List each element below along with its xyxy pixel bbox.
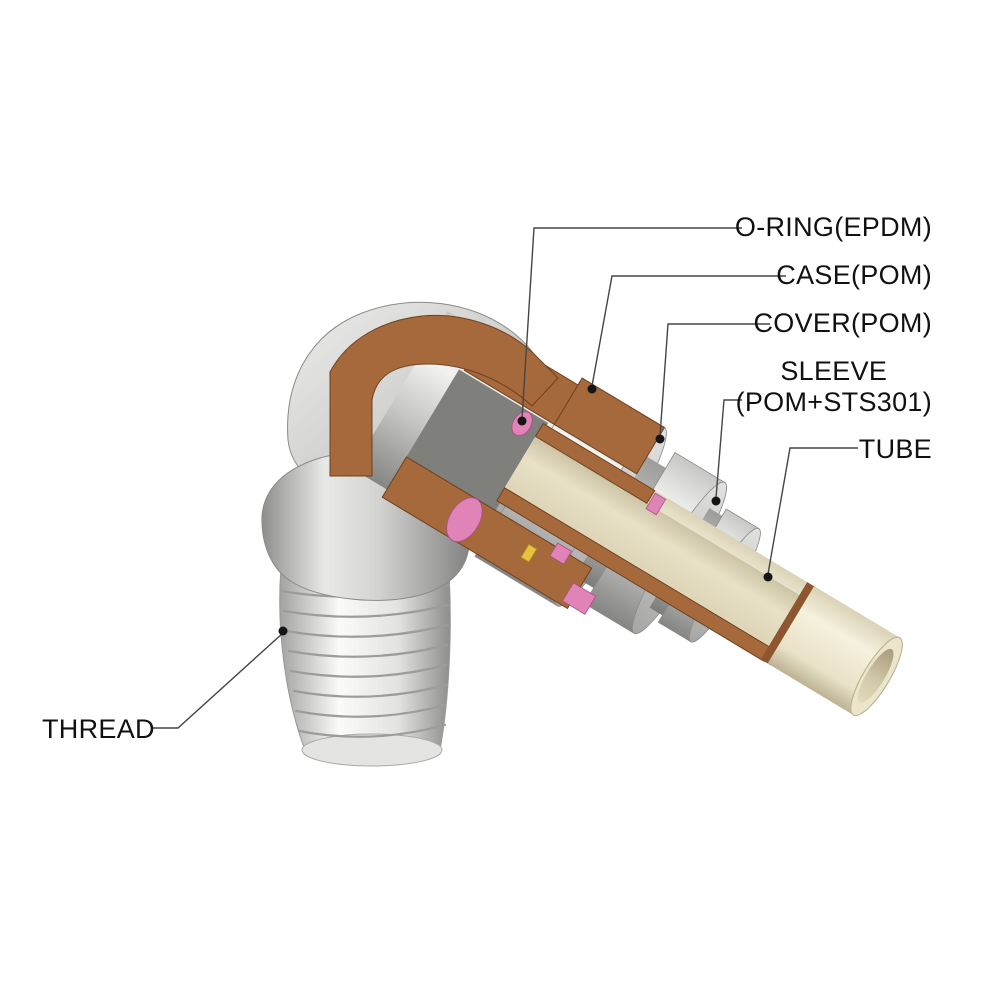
label-sleeve-line2: (POM+STS301) — [735, 387, 932, 417]
leader-case — [591, 275, 786, 387]
leader-sleeve — [715, 399, 742, 499]
label-o-ring: O-RING(EPDM) — [734, 212, 932, 242]
dot-o-ring — [517, 416, 527, 426]
label-case: CASE(POM) — [776, 260, 932, 290]
dot-tube — [763, 572, 773, 582]
leader-o-ring — [521, 227, 742, 420]
dot-sleeve — [711, 496, 721, 506]
tube-wall-section-top — [534, 422, 656, 505]
elbow-section-face — [329, 314, 559, 477]
tube-open-bore — [504, 436, 803, 649]
thread-end-face — [301, 733, 443, 767]
label-tube: TUBE — [858, 434, 932, 464]
leader-tube — [767, 447, 858, 575]
leader-dots — [278, 384, 773, 636]
section-band-top-case — [553, 377, 666, 475]
collet-wedge — [562, 582, 597, 615]
dot-cover — [655, 434, 665, 444]
label-sleeve: SLEEVE (POM+STS301) — [736, 356, 932, 418]
collet-tooth — [549, 542, 572, 565]
barrel-assembly — [352, 311, 903, 717]
leader-thread — [152, 632, 284, 729]
leader-cover — [659, 323, 770, 437]
label-cover: COVER(POM) — [753, 308, 932, 338]
dot-thread — [278, 626, 288, 636]
sleeve-seal-sliver — [645, 492, 667, 516]
leader-lines — [152, 227, 858, 729]
yellow-detail — [520, 543, 538, 563]
label-thread: THREAD — [42, 714, 155, 744]
tube-section-transition — [760, 582, 818, 666]
dot-case — [587, 384, 597, 394]
label-sleeve-line1: SLEEVE — [780, 356, 888, 386]
collet-ring — [446, 497, 483, 543]
tube-end-bore — [857, 648, 894, 703]
